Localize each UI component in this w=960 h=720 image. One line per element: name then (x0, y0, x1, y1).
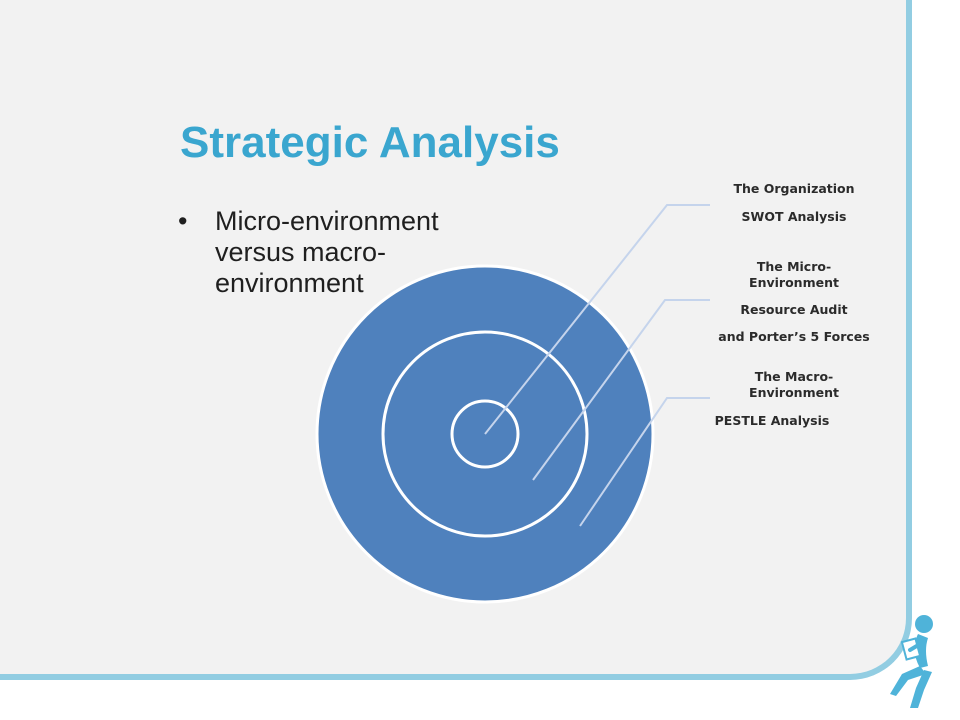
bullet-item: • Micro-environment versus macro-environ… (178, 206, 478, 299)
slide-title: Strategic Analysis (180, 118, 560, 167)
leader-line-micro (532, 299, 710, 481)
bullet-text: Micro-environment versus macro-environme… (215, 206, 439, 298)
label-macro-environment: The Macro- Environment (749, 369, 839, 400)
leader-line-macro (579, 397, 710, 527)
bullet-symbol: • (178, 206, 188, 236)
person-reading-icon (890, 615, 933, 708)
label-porters-forces: and Porter’s 5 Forces (718, 329, 870, 344)
label-swot: SWOT Analysis (741, 209, 847, 224)
label-organization: The Organization (733, 181, 855, 196)
label-micro-environment: The Micro- Environment (749, 259, 839, 290)
label-resource-audit: Resource Audit (740, 302, 848, 317)
label-pestle: PESTLE Analysis (714, 413, 830, 428)
leader-line-organization (484, 204, 710, 435)
